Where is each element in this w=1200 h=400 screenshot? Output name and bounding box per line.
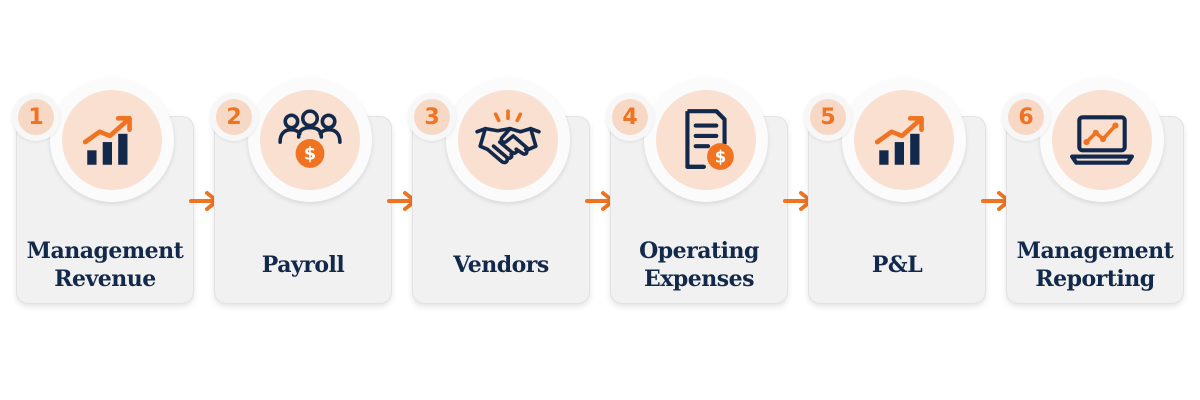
svg-text:$: $ bbox=[304, 145, 316, 165]
step-number-badge: 4 bbox=[612, 99, 648, 135]
svg-text:$: $ bbox=[715, 148, 726, 167]
step-number-badge: 2 bbox=[216, 99, 252, 135]
step-label-line: Expenses bbox=[643, 266, 755, 292]
step-label-line: Operating bbox=[639, 238, 759, 264]
laptop-chart-icon bbox=[1052, 90, 1152, 190]
step-5: P&L 5 bbox=[804, 78, 1008, 306]
step-label: Vendors bbox=[453, 252, 549, 278]
step-number-badge: 3 bbox=[414, 99, 450, 135]
step-label-line: Revenue bbox=[54, 266, 156, 292]
step-number-badge: 6 bbox=[1008, 99, 1044, 135]
growth-chart-icon bbox=[62, 90, 162, 190]
step-label-line: Reporting bbox=[1035, 266, 1155, 292]
step-3: Vendors 3 bbox=[408, 78, 612, 306]
step-number-badge: 5 bbox=[810, 99, 846, 135]
handshake-icon bbox=[458, 90, 558, 190]
step-label-line: Management bbox=[26, 238, 184, 264]
step-label: Payroll bbox=[261, 252, 345, 278]
team-dollar-icon: $ bbox=[260, 90, 360, 190]
step-label: P&L bbox=[871, 252, 923, 278]
step-number-badge: 1 bbox=[18, 99, 54, 135]
step-label-line: Management bbox=[1016, 238, 1174, 264]
document-dollar-icon: $ bbox=[656, 90, 756, 190]
step-2: Payroll $ 2 bbox=[210, 78, 414, 306]
growth-chart-icon bbox=[854, 90, 954, 190]
